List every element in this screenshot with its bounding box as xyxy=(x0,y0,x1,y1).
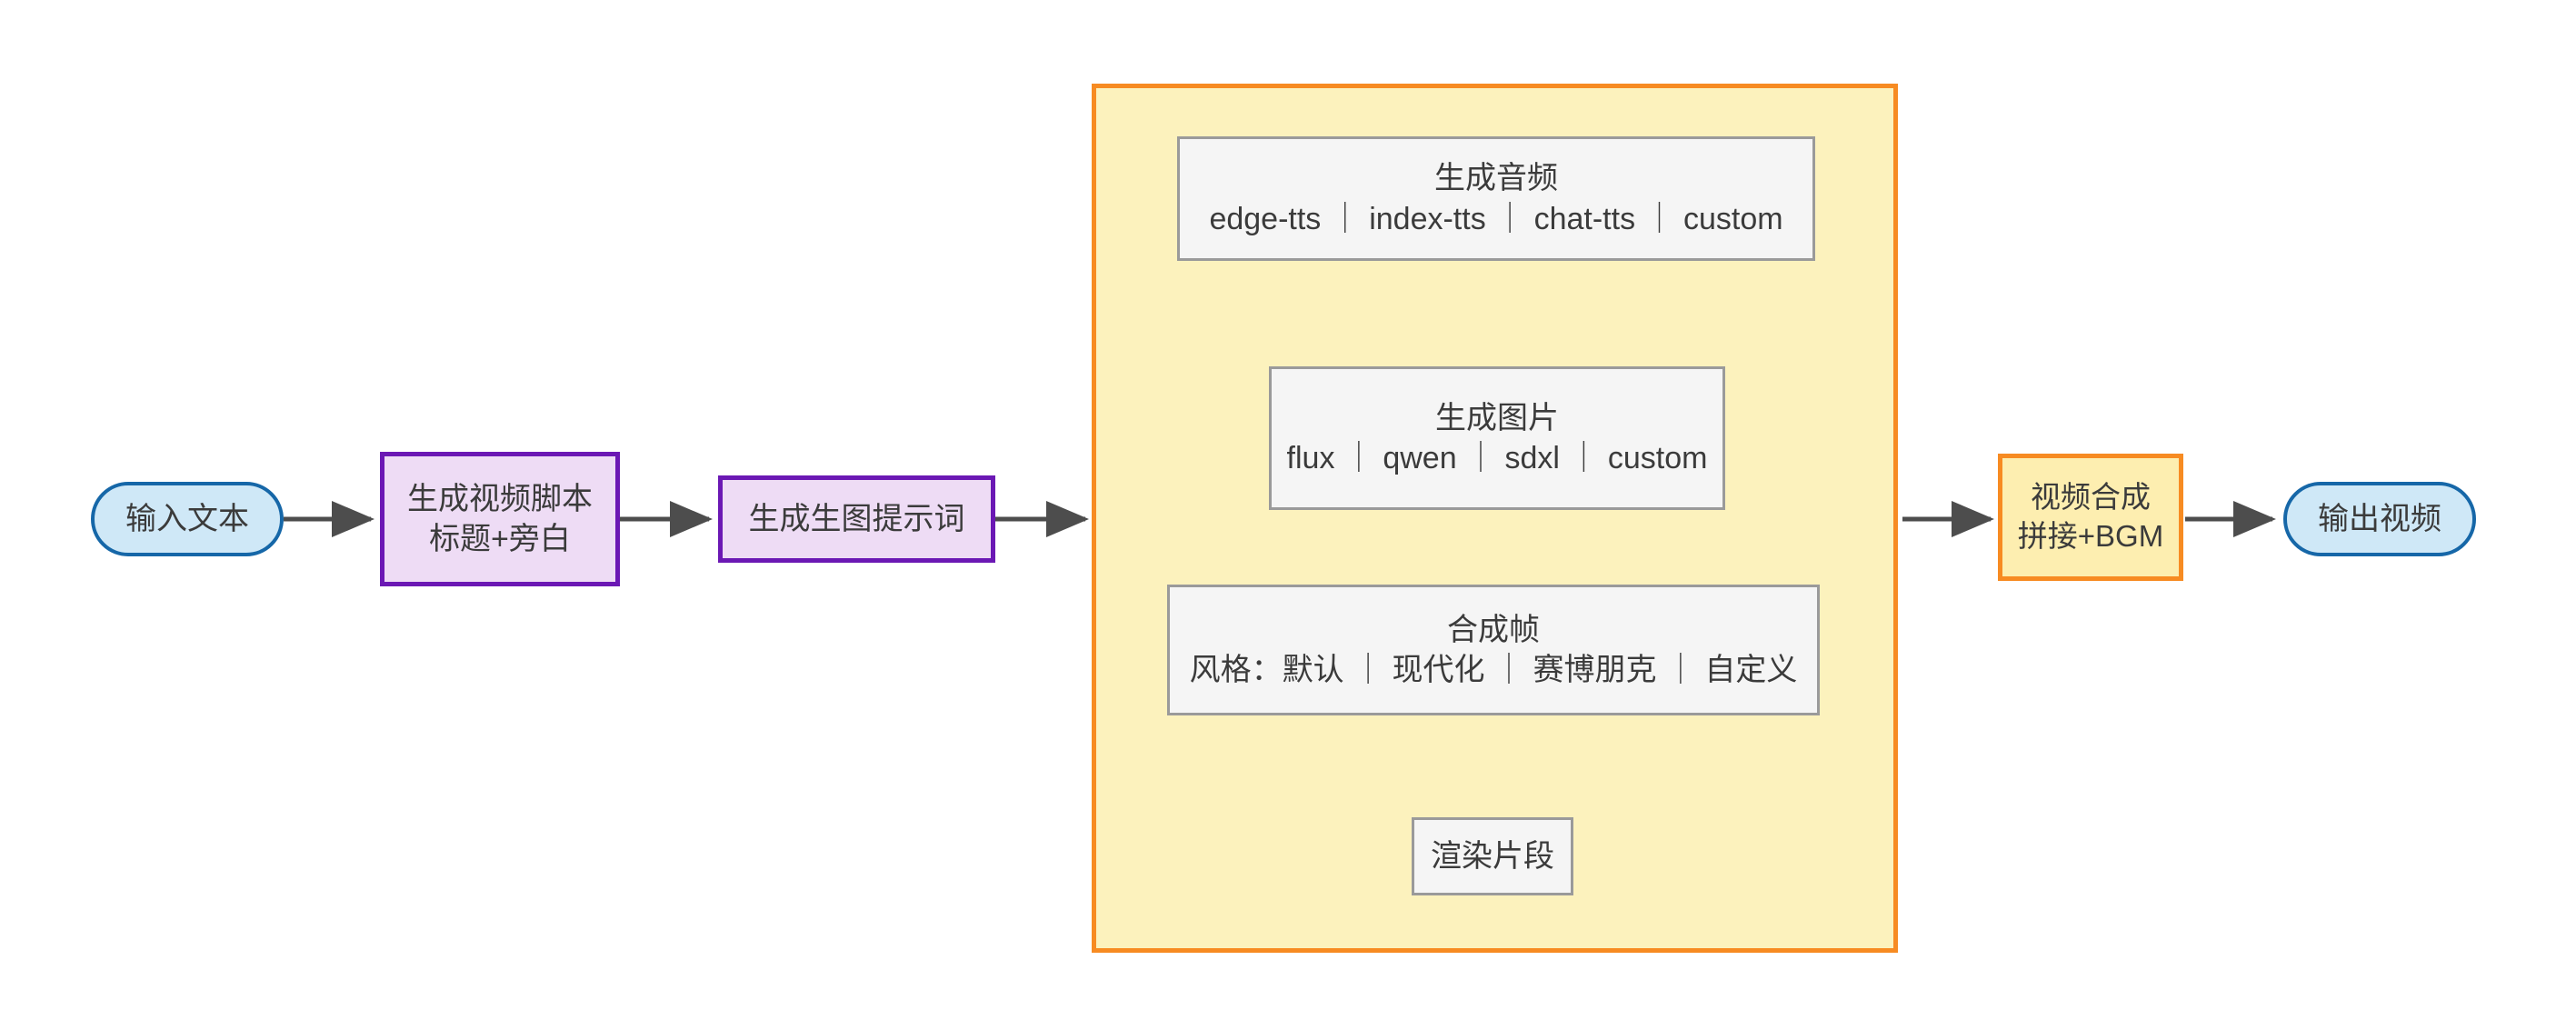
node-generate-image-line2: flux ｜ qwen ｜ sdxl ｜ custom xyxy=(1286,441,1708,475)
node-generate-script-line1: 生成视频脚本 xyxy=(407,481,593,516)
node-input-text-label: 输入文本 xyxy=(125,501,249,536)
node-generate-script[interactable]: 生成视频脚本 标题+旁白 xyxy=(380,452,620,586)
node-generate-script-line2: 标题+旁白 xyxy=(429,522,571,556)
node-render-clip[interactable]: 渲染片段 xyxy=(1412,817,1573,895)
node-compose-frame[interactable]: 合成帧 风格：默认 ｜ 现代化 ｜ 赛博朋克 ｜ 自定义 xyxy=(1167,585,1820,715)
node-video-merge-line1: 视频合成 xyxy=(2031,480,2151,515)
node-generate-prompt-label: 生成生图提示词 xyxy=(748,501,965,536)
node-generate-audio-line2: edge-tts ｜ index-tts ｜ chat-tts ｜ custom xyxy=(1209,201,1783,236)
node-video-merge-line2: 拼接+BGM xyxy=(2017,519,2164,553)
node-generate-image-line1: 生成图片 xyxy=(1435,400,1559,435)
node-output-video-label: 输出视频 xyxy=(2318,501,2441,536)
node-video-merge[interactable]: 视频合成 拼接+BGM xyxy=(1998,454,2183,581)
node-generate-audio-line1: 生成音频 xyxy=(1434,161,1558,196)
node-output-video[interactable]: 输出视频 xyxy=(2283,482,2476,556)
node-generate-prompt[interactable]: 生成生图提示词 xyxy=(718,475,995,563)
node-generate-image[interactable]: 生成图片 flux ｜ qwen ｜ sdxl ｜ custom xyxy=(1269,366,1725,510)
node-compose-frame-line1: 合成帧 xyxy=(1447,612,1540,647)
node-compose-frame-line2: 风格：默认 ｜ 现代化 ｜ 赛博朋克 ｜ 自定义 xyxy=(1189,653,1798,687)
node-generate-audio[interactable]: 生成音频 edge-tts ｜ index-tts ｜ chat-tts ｜ c… xyxy=(1177,136,1815,261)
node-render-clip-label: 渲染片段 xyxy=(1431,838,1554,874)
node-input-text[interactable]: 输入文本 xyxy=(91,482,284,556)
